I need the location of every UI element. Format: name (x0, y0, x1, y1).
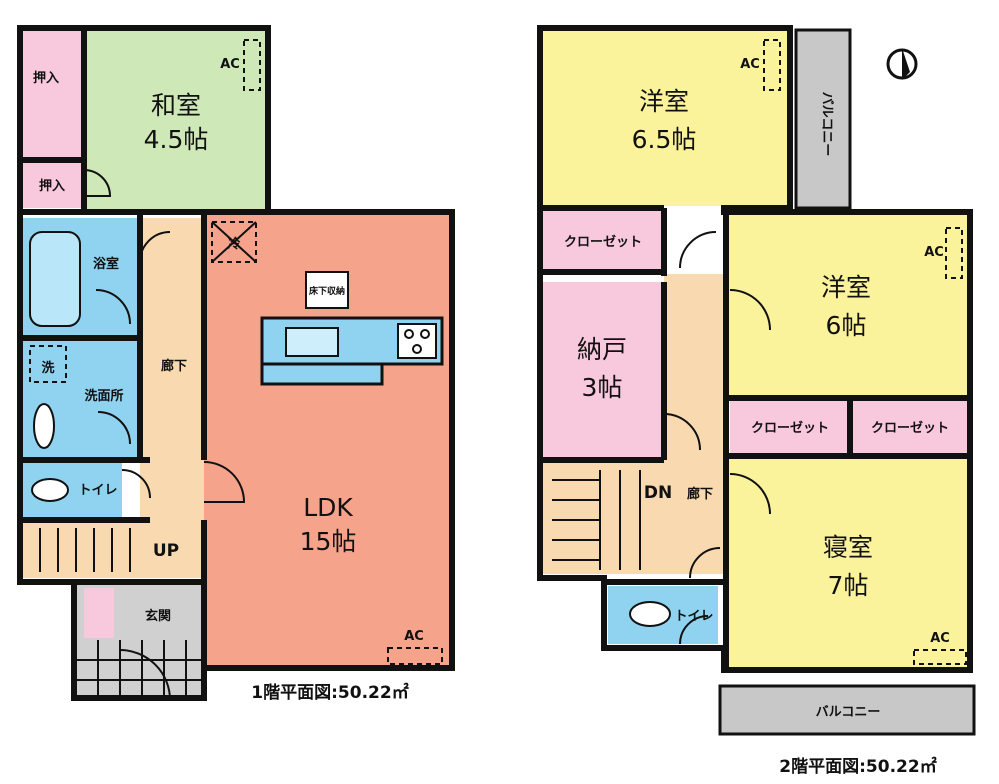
ac-a-unit (763, 39, 781, 91)
yoshitsu-b-size-label: 6帖 (826, 311, 867, 340)
shinshitsu-label: 寝室 (823, 533, 873, 562)
door-arc (83, 169, 112, 197)
senmenjo-label: 洗面所 (84, 388, 123, 404)
roka-1-label: 廊下 (161, 358, 187, 374)
fridge-label: 冷 (227, 236, 240, 252)
floor-2-plan: 洋室 6.5帖 AC バルコニー クローゼット 洋室 6帖 AC 納戸 3帖 ク… (537, 25, 976, 777)
door-arc (121, 469, 151, 499)
ldk-size-label: 15帖 (300, 527, 357, 556)
roka-2-label: 廊下 (687, 486, 713, 502)
floor-2-outer-wall (537, 25, 973, 673)
roka-1-area (140, 218, 204, 578)
door-arc (95, 289, 131, 325)
ac-1-unit (243, 39, 261, 91)
ac-b-label: AC (924, 245, 944, 260)
genkan-label: 玄関 (145, 608, 171, 624)
balcony-side (794, 28, 852, 210)
closet-2 (730, 400, 850, 454)
floor-1-title: 1階平面図:50.22㎡ (251, 682, 408, 703)
closet-3-label: クローゼット (871, 420, 949, 436)
closet-2-label: クローゼット (751, 420, 829, 436)
door-arc (689, 547, 721, 579)
ac-1-label: AC (220, 57, 240, 72)
ldk-label: LDK (303, 493, 353, 522)
door-arc (729, 289, 771, 331)
floor-1-plan: 押入 押入 和室 4.5帖 AC 浴室 洗 洗面所 トイレ 廊下 UP 玄関 冷… (17, 25, 455, 703)
toilet-2-label: トイレ (674, 609, 713, 624)
door-arc (663, 413, 701, 451)
closet-1 (542, 210, 664, 270)
burner-icon (404, 329, 414, 339)
shinshitsu-size-label: 7帖 (828, 571, 869, 600)
toilet-1-label: トイレ (78, 483, 117, 498)
yokushitsu-label: 浴室 (93, 256, 119, 272)
ac-c-unit (913, 649, 967, 665)
washitsu-size-label: 4.5帖 (144, 125, 209, 154)
door-arc (203, 461, 246, 503)
oshiire-2-label: 押入 (39, 178, 65, 194)
door-arc (679, 615, 709, 645)
burner-icon (420, 329, 430, 339)
kitchen-sink (285, 327, 339, 357)
ac-ldk-unit (387, 647, 443, 665)
north-arrow-icon (902, 48, 910, 80)
shinshitsu-room (728, 458, 968, 668)
closet-3 (852, 400, 968, 454)
ac-c-label: AC (930, 631, 950, 646)
stairs-2-area (542, 462, 664, 574)
washitsu-room (84, 30, 266, 210)
dn-label: DN (644, 483, 672, 503)
underfloor-storage-box (305, 271, 349, 309)
washitsu-label: 和室 (151, 91, 201, 120)
door-arc (97, 411, 131, 445)
ac-a-label: AC (740, 57, 760, 72)
wash-basin-icon (33, 403, 55, 449)
toilet-1-icon (31, 478, 69, 502)
bathtub-icon (29, 231, 81, 327)
nando-label: 納戸 (577, 335, 627, 364)
balcony-side-label: バルコニー (819, 92, 834, 157)
oshiire-2-room (22, 162, 84, 208)
yoshitsu-a-room (542, 30, 788, 206)
washer-space (29, 345, 67, 383)
stairs-2 (552, 470, 641, 570)
nando-room (542, 282, 664, 458)
ac-b-unit (945, 227, 963, 279)
entrance-door-arc (119, 649, 171, 701)
roka-2-area (664, 274, 724, 574)
kitchen-peninsula (260, 362, 384, 386)
balcony-bottom (718, 684, 976, 736)
ac-ldk-label: AC (404, 629, 424, 644)
stairs-1 (39, 528, 131, 572)
underfloor-storage-label: 床下収納 (309, 285, 345, 297)
toilet-2-icon (629, 601, 671, 627)
up-label: UP (153, 541, 179, 561)
yoshitsu-b-room (728, 214, 968, 398)
oshiire-1-label: 押入 (33, 70, 59, 86)
sen-label: 洗 (41, 360, 54, 376)
fridge-space (211, 221, 257, 263)
burner-icon (412, 344, 422, 354)
door-arc (679, 231, 717, 269)
yoshitsu-a-size-label: 6.5帖 (632, 125, 697, 154)
closet-1-label: クローゼット (564, 234, 642, 250)
oshiire-1-room (22, 30, 84, 160)
door-arc (729, 473, 771, 515)
yoshitsu-b-label: 洋室 (821, 273, 871, 302)
yoshitsu-a-label: 洋室 (639, 87, 689, 116)
balcony-bottom-label: バルコニー (816, 705, 881, 720)
nando-size-label: 3帖 (582, 373, 623, 402)
fridge-cross (211, 221, 257, 263)
genkan-storage (84, 588, 114, 638)
floor-2-title: 2階平面図:50.22㎡ (779, 756, 936, 777)
